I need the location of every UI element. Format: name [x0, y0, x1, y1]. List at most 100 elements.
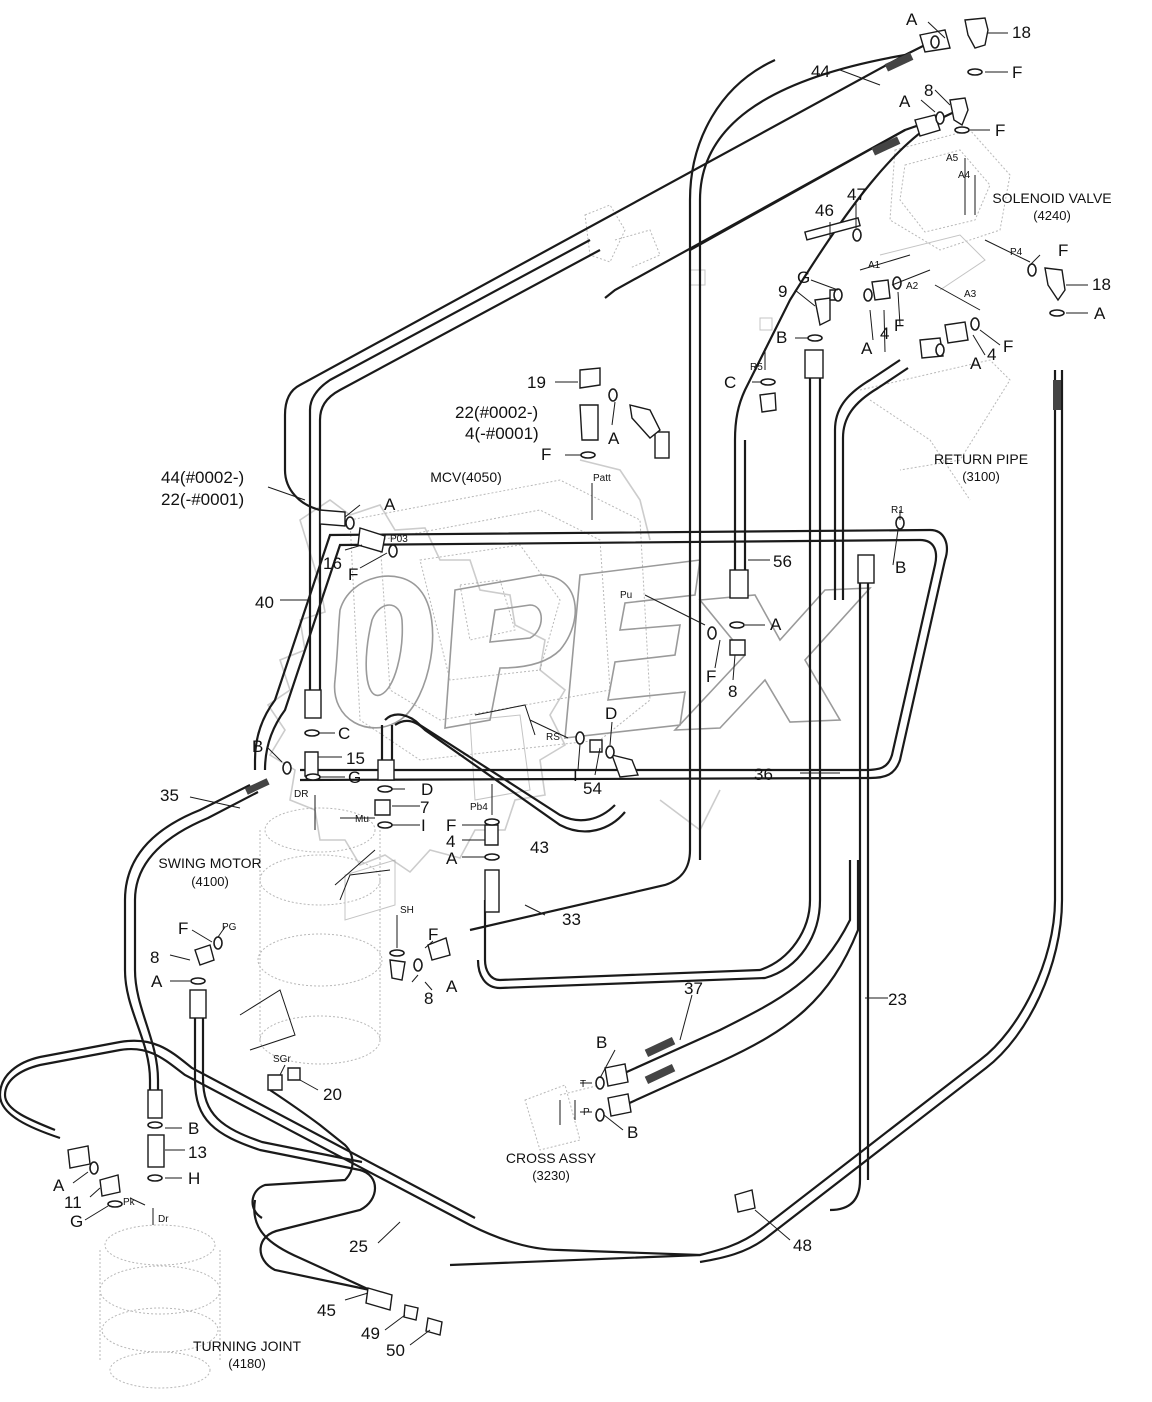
part-number-label: 4	[880, 324, 889, 343]
part-number-label: 40	[255, 593, 274, 612]
component-label-cross-assy: CROSS ASSY	[506, 1150, 597, 1166]
port-label: SH	[400, 905, 414, 916]
part-number-label: 54	[583, 779, 602, 798]
pipe-37	[619, 860, 852, 1077]
port-label: A3	[964, 289, 977, 300]
component-label-turning-joint: TURNING JOINT	[193, 1338, 302, 1354]
seal-letter-label: F	[178, 919, 188, 938]
port-label: A4	[958, 170, 971, 181]
seal-letter-label: F	[706, 667, 716, 686]
port-label: Pu	[620, 590, 632, 601]
port-label: Mu	[355, 814, 369, 825]
part-number-labels: 18 8 44 47 46 9 4 18 4 19 22(#0002-) 4(-…	[64, 23, 1111, 1360]
seal-letter-label: B	[188, 1119, 199, 1138]
seal-letter-label: A	[861, 339, 873, 358]
part-number-label: 25	[349, 1237, 368, 1256]
leader-lines	[72, 21, 1088, 1346]
port-label: PG	[222, 922, 237, 933]
port-label: R1	[891, 505, 904, 516]
seal-letter-label: F	[428, 925, 438, 944]
seal-letter-label: F	[541, 445, 551, 464]
seal-letter-label: A	[384, 495, 396, 514]
seal-letter-label: I	[421, 816, 426, 835]
port-label: Dr	[158, 1214, 169, 1225]
seal-letter-label: F	[446, 816, 456, 835]
seal-letter-label: F	[1012, 63, 1022, 82]
port-label: A2	[906, 281, 919, 292]
seal-letter-label: B	[596, 1033, 607, 1052]
component-label-swing-motor: SWING MOTOR	[158, 855, 261, 871]
part-number-label: 18	[1092, 275, 1111, 294]
port-label: SGr	[273, 1054, 291, 1065]
seal-letter-label: A	[970, 354, 982, 373]
seal-letter-label: B	[895, 558, 906, 577]
seal-letter-label: B	[776, 328, 787, 347]
part-number-label: 9	[778, 282, 787, 301]
part-number-label: 35	[160, 786, 179, 805]
seal-letter-label: I	[573, 766, 578, 785]
part-number-label: 8	[424, 989, 433, 1008]
component-code-cross-assy: (3230)	[532, 1168, 570, 1183]
pipe-56	[733, 108, 961, 570]
seal-letter-label: F	[1058, 241, 1068, 260]
part-number-label: 4	[987, 345, 996, 364]
seal-letter-label: B	[252, 737, 263, 756]
part-number-label: 8	[924, 81, 933, 100]
seal-letter-label: B	[627, 1123, 638, 1142]
seal-letter-label: C	[338, 724, 350, 743]
part-number-label: 4	[446, 832, 455, 851]
seal-letter-label: H	[188, 1169, 200, 1188]
part-number-label: 46	[815, 201, 834, 220]
pipe-25	[193, 1010, 376, 1292]
seal-letter-label: A	[1094, 304, 1106, 323]
port-label: R5	[750, 362, 763, 373]
component-label-mcv: MCV(4050)	[430, 469, 502, 485]
part-number-label: 8	[150, 948, 159, 967]
pipe-23	[449, 370, 1057, 1267]
part-number-label: 56	[773, 552, 792, 571]
port-label: T	[580, 1079, 586, 1090]
part-number-label: 44(#0002-)	[161, 468, 244, 487]
component-label-solenoid: SOLENOID VALVE	[992, 190, 1111, 206]
seal-letter-label: C	[724, 373, 736, 392]
component-code-swing-motor: (4100)	[191, 874, 229, 889]
part-number-label: 45	[317, 1301, 336, 1320]
part-number-label: 11	[64, 1193, 82, 1212]
part-number-label: 37	[684, 979, 703, 998]
port-label: A5	[946, 153, 959, 164]
part-number-label: 49	[361, 1324, 380, 1343]
part-number-label: 23	[888, 990, 907, 1009]
part-number-label: 36	[754, 765, 773, 784]
port-label: P03	[390, 534, 408, 545]
part-number-label: 13	[188, 1143, 207, 1162]
part-number-label: 47	[847, 185, 866, 204]
component-label-return-pipe: RETURN PIPE	[934, 451, 1028, 467]
part-number-label: 8	[728, 682, 737, 701]
fittings	[67, 17, 1066, 1336]
seal-letter-label: F	[1003, 337, 1013, 356]
seal-letter-label: A	[608, 429, 620, 448]
pipe-43	[384, 713, 616, 822]
seal-letter-label: G	[348, 768, 361, 787]
seal-letter-label: A	[446, 849, 458, 868]
part-number-label: 22(#0002-)	[455, 403, 538, 422]
port-label: Pk	[123, 1197, 136, 1208]
part-number-label: 16	[323, 554, 342, 573]
port-labels: A5 A4 A1 A2 A3 P4 R5 Patt P03 Pu R1 RS D…	[123, 153, 1023, 1225]
pipe-35	[123, 784, 251, 1100]
part-number-label: 7	[420, 798, 429, 817]
part-number-label: 33	[562, 910, 581, 929]
pipe-40	[308, 239, 591, 495]
seal-letter-label: F	[995, 121, 1005, 140]
seal-letter-label: A	[770, 615, 782, 634]
pipe-33	[469, 58, 776, 932]
seal-letter-label: G	[797, 268, 810, 287]
port-label: A1	[868, 260, 881, 271]
seal-letter-label: A	[446, 977, 458, 996]
port-label: Pb4	[470, 802, 488, 813]
seal-letter-label: D	[421, 780, 433, 799]
seal-letter-label: A	[53, 1176, 65, 1195]
seal-letter-label: D	[605, 704, 617, 723]
component-code-solenoid: (4240)	[1033, 208, 1071, 223]
port-label: DR	[294, 789, 308, 800]
